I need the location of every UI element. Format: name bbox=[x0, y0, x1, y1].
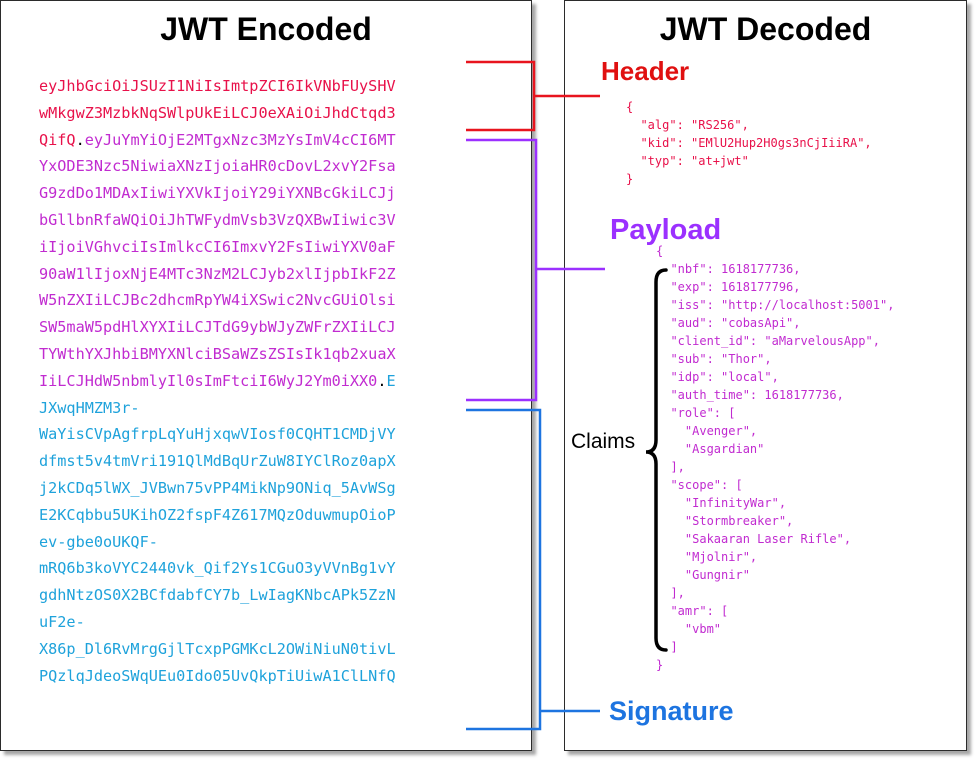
payload-json-line: { bbox=[656, 244, 664, 258]
header-label: Header bbox=[601, 56, 690, 86]
token-line: QifQ.eyJuYmYiOjE2MTgxNzc3MzYsImV4cCI6MT bbox=[39, 127, 479, 154]
token-line: gdhNtzOS0X2BCfdabfCY7b_LwIagKNbcAPk5ZzN bbox=[39, 582, 479, 609]
token-payload-segment: TYWthYXJhbiBMYXNlciBSaWZsZSIsIk1qb2xuaX bbox=[39, 344, 396, 363]
token-header-segment: eyJhbGciOiJSUzI1NiIsImtpZCI6IkVNbFUySHV bbox=[39, 77, 396, 95]
payload-json-line: } bbox=[656, 658, 664, 672]
token-line: SW5maW5pdHlXYXIiLCJTdG9ybWJyZWFrZXIiLCJ bbox=[39, 314, 479, 341]
payload-json-line: "iss": "http://localhost:5001", bbox=[656, 298, 895, 312]
claims-label: Claims bbox=[571, 430, 636, 453]
encoded-panel: JWT Encoded eyJhbGciOiJSUzI1NiIsImtpZCI6… bbox=[0, 0, 532, 751]
token-line: G9zdDo1MDAxIiwiYXVkIjoiY29iYXNBcGkiLCJj bbox=[39, 180, 479, 207]
token-line: wMkgwZ3MzbkNqSWlpUkEiLCJ0eXAiOiJhdCtqd3 bbox=[39, 100, 479, 127]
claims-brace bbox=[645, 268, 668, 652]
token-signature-segment: JXwqHMZM3r- bbox=[39, 398, 140, 417]
payload-json-line: "Sakaaran Laser Rifle", bbox=[656, 532, 852, 546]
token-line: JXwqHMZM3r- bbox=[39, 395, 479, 422]
token-payload-segment: eyJuYmYiOjE2MTgxNzc3MzYsImV4cCI6MT bbox=[84, 130, 396, 149]
payload-json: { "nbf": 1618177736, "exp": 1618177796, … bbox=[656, 242, 894, 674]
payload-json-line: "role": [ bbox=[656, 406, 736, 420]
payload-label: Payload bbox=[610, 214, 722, 246]
token-signature-segment: uF2e- bbox=[39, 612, 85, 631]
payload-json-line: "vbm" bbox=[656, 622, 722, 636]
decoded-title: JWT Decoded bbox=[659, 11, 872, 47]
token-line: YxODE3Nzc5NiwiaXNzIjoiaHR0cDovL2xvY2Fsa bbox=[39, 153, 479, 180]
signature-label: Signature bbox=[609, 696, 734, 726]
payload-json-line: "Stormbreaker", bbox=[656, 514, 794, 528]
payload-json-line: "Asgardian" bbox=[656, 442, 765, 456]
payload-json-line: ] bbox=[656, 640, 678, 654]
header-json-line: } bbox=[626, 172, 634, 186]
token-line: ev-gbe0oUKQF- bbox=[39, 529, 479, 556]
signature-bracket bbox=[466, 408, 600, 731]
token-payload-segment: G9zdDo1MDAxIiwiYXVkIjoiY29iYXNBcGkiLCJj bbox=[39, 184, 396, 203]
token-line: j2kCDq5lWX_JVBwn75vPP4MikNp9ONiq_5AvWSg bbox=[39, 475, 479, 502]
token-header-segment: wMkgwZ3MzbkNqSWlpUkEiLCJ0eXAiOiJhdCtqd3 bbox=[39, 103, 396, 122]
payload-json-line: "sub": "Thor", bbox=[656, 352, 772, 366]
token-payload-segment: YxODE3Nzc5NiwiaXNzIjoiaHR0cDovL2xvY2Fsa bbox=[39, 157, 396, 176]
header-bracket bbox=[466, 60, 600, 132]
payload-json-line: "exp": 1618177796, bbox=[656, 280, 801, 294]
payload-json-line: "client_id": "aMarvelousApp", bbox=[656, 334, 880, 348]
token-payload-segment: iIjoiVGhvciIsImlkcCI6ImxvY2FsIiwiYXV0aF bbox=[39, 237, 396, 256]
payload-json-line: "Avenger", bbox=[656, 424, 758, 438]
token-line: WaYisCVpAgfrpLqYuHjxqwVIosf0CQHT1CMDjVY bbox=[39, 421, 479, 448]
token-signature-segment: dfmst5v4tmVri191QlMdBqUrZuW8IYClRoz0apX bbox=[39, 452, 396, 471]
token-signature-segment: X86p_Dl6RvMrgGjlTcxpPGMKcL2OWiNiuN0tivL bbox=[39, 639, 396, 658]
token-signature-segment: E2KCqbbu5UKihOZ2fspF4Z617MQzOduwmupOioP bbox=[39, 505, 396, 524]
token-line: X86p_Dl6RvMrgGjlTcxpPGMKcL2OWiNiuN0tivL bbox=[39, 636, 479, 663]
token-line: bGllbnRfaWQiOiJhTWFydmVsb3VzQXBwIiwic3V bbox=[39, 207, 479, 234]
token-payload-segment: bGllbnRfaWQiOiJhTWFydmVsb3VzQXBwIiwic3V bbox=[39, 210, 396, 229]
token-line: PQzlqJdeoSWqUEu0Ido05UvQkpTiUiwA1ClLNfQ bbox=[39, 663, 479, 690]
token-header-segment: QifQ bbox=[39, 130, 76, 149]
decoded-panel: JWT Decoded bbox=[564, 0, 967, 751]
header-json: { "alg": "RS256", "kid": "EMlU2Hup2H0gs3… bbox=[626, 98, 872, 188]
token-line: eyJhbGciOiJSUzI1NiIsImtpZCI6IkVNbFUySHV bbox=[39, 73, 479, 100]
token-payload-segment: SW5maW5pdHlXYXIiLCJTdG9ybWJyZWFrZXIiLCJ bbox=[39, 318, 396, 337]
token-separator: . bbox=[75, 130, 85, 149]
token-line: 90aW1lIjoxNjE4MTc3NzM2LCJyb2xlIjpbIkF2Z bbox=[39, 261, 479, 288]
payload-bracket bbox=[466, 138, 605, 402]
token-line: TYWthYXJhbiBMYXNlciBSaWZsZSIsIk1qb2xuaX bbox=[39, 341, 479, 368]
token-line: W5nZXIiLCJBc2dhcmRpYW4iXSwic2NvcGUiOlsi bbox=[39, 287, 479, 314]
token-payload-segment: 90aW1lIjoxNjE4MTc3NzM2LCJyb2xlIjpbIkF2Z bbox=[39, 264, 396, 283]
token-signature-segment: WaYisCVpAgfrpLqYuHjxqwVIosf0CQHT1CMDjVY bbox=[39, 425, 396, 444]
token-payload-segment: IiLCJHdW5nbmlyIl0sImFtciI6WyJ2Ym0iXX0 bbox=[39, 371, 378, 390]
payload-json-line: "InfinityWar", bbox=[656, 496, 787, 510]
payload-json-line: ], bbox=[656, 460, 685, 474]
encoded-token: eyJhbGciOiJSUzI1NiIsImtpZCI6IkVNbFUySHV w… bbox=[39, 73, 479, 689]
payload-json-line: "idp": "local", bbox=[656, 370, 779, 384]
header-json-line: "alg": "RS256", bbox=[626, 118, 749, 132]
payload-json-line: "aud": "cobasApi", bbox=[656, 316, 801, 330]
payload-json-line: ], bbox=[656, 586, 685, 600]
encoded-title: JWT Encoded bbox=[160, 11, 372, 47]
header-json-line: "typ": "at+jwt" bbox=[626, 154, 749, 168]
token-line: iIjoiVGhvciIsImlkcCI6ImxvY2FsIiwiYXV0aF bbox=[39, 234, 479, 261]
token-line: mRQ6b3koVYC2440vk_Qif2Ys1CGuO3yVVnBg1vY bbox=[39, 555, 479, 582]
token-signature-segment: E bbox=[386, 371, 396, 390]
token-line: IiLCJHdW5nbmlyIl0sImFtciI6WyJ2Ym0iXX0.E bbox=[39, 368, 479, 395]
token-signature-segment: j2kCDq5lWX_JVBwn75vPP4MikNp9ONiq_5AvWSg bbox=[39, 478, 396, 497]
token-line: dfmst5v4tmVri191QlMdBqUrZuW8IYClRoz0apX bbox=[39, 448, 479, 475]
payload-json-line: "scope": [ bbox=[656, 478, 743, 492]
payload-json-line: "Gungnir" bbox=[656, 568, 750, 582]
token-signature-segment: PQzlqJdeoSWqUEu0Ido05UvQkpTiUiwA1ClLNfQ bbox=[39, 666, 396, 685]
token-line: uF2e- bbox=[39, 609, 479, 636]
token-payload-segment: W5nZXIiLCJBc2dhcmRpYW4iXSwic2NvcGUiOlsi bbox=[39, 291, 396, 310]
payload-json-line: "auth_time": 1618177736, bbox=[656, 388, 844, 402]
header-json-line: "kid": "EMlU2Hup2H0gs3nCjIiiRA", bbox=[626, 136, 872, 150]
token-signature-segment: gdhNtzOS0X2BCfdabfCY7b_LwIagKNbcAPk5ZzN bbox=[39, 586, 396, 605]
header-json-line: { bbox=[626, 100, 634, 114]
payload-json-line: "Mjolnir", bbox=[656, 550, 758, 564]
token-separator: . bbox=[377, 371, 387, 390]
token-signature-segment: ev-gbe0oUKQF- bbox=[39, 532, 158, 551]
token-signature-segment: mRQ6b3koVYC2440vk_Qif2Ys1CGuO3yVVnBg1vY bbox=[39, 559, 396, 578]
payload-json-line: "amr": [ bbox=[656, 604, 729, 618]
token-line: E2KCqbbu5UKihOZ2fspF4Z617MQzOduwmupOioP bbox=[39, 502, 479, 529]
payload-json-line: "nbf": 1618177736, bbox=[656, 262, 801, 276]
